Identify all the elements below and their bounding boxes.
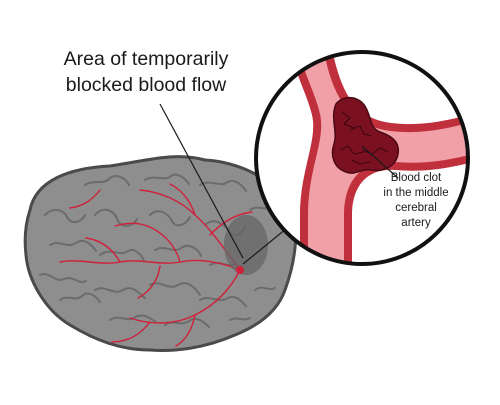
brain [23,155,298,352]
zoom-circle-border [254,50,470,266]
artery-illustration [290,52,468,264]
clot-label-line1: Blood clot [390,172,442,184]
zoom-inset [254,50,470,266]
clot-texture [339,111,389,165]
clot-label: Blood clot in the middle cerebral artery [376,171,456,231]
brain-gyri [39,173,276,328]
clot-pointer-line [361,145,399,179]
clot-marker [236,266,244,274]
area-blocked-label: Area of temporarily blocked blood flow [46,46,246,98]
blood-clot [331,96,400,174]
area-label-line2: blocked blood flow [65,74,227,96]
blocked-area [224,215,268,275]
area-label-line1: Area of temporarily [63,48,229,70]
area-pointer-line [159,103,244,259]
clot-label-line4: artery [401,217,431,229]
clot-label-line3: cerebral [395,202,437,214]
brain-outline [23,155,298,352]
clot-label-line2: in the middle [383,187,449,199]
